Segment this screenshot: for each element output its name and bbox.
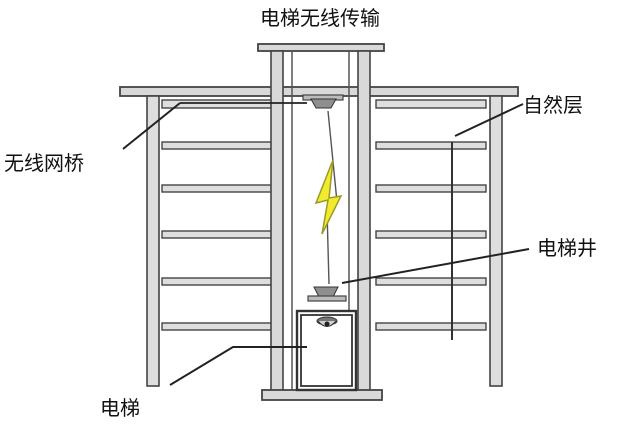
label-elevator-car: 电梯 xyxy=(100,396,140,420)
left-floor-slab xyxy=(161,322,279,331)
right-floor-slab xyxy=(375,184,487,193)
right-building xyxy=(375,95,503,387)
signal-line-upper xyxy=(327,110,338,203)
lightning-bolt-icon xyxy=(314,159,343,235)
leader-elevator-car xyxy=(169,346,307,386)
right-floor-slab xyxy=(375,277,487,286)
leader-elevator-shaft xyxy=(341,248,530,284)
label-elevator-shaft: 电梯井 xyxy=(537,236,597,260)
leader-natural-floor xyxy=(454,103,524,137)
shaft-cap xyxy=(257,43,385,52)
right-floor-slab xyxy=(375,230,487,239)
elevator-car-inner xyxy=(300,314,353,387)
left-building xyxy=(146,95,279,387)
shaft-base xyxy=(261,389,383,401)
label-natural-floor: 自然层 xyxy=(523,93,583,117)
left-floor-slab xyxy=(161,141,279,150)
left-floor-slab xyxy=(161,184,279,193)
wireless-bridge-icon xyxy=(307,286,347,302)
right-floor-slab xyxy=(375,322,487,331)
diagram-title: 电梯无线传输 xyxy=(260,6,380,30)
left-floor-slab xyxy=(161,230,279,239)
leader-wireless-bridge-left xyxy=(122,102,181,150)
label-wireless-bridge: 无线网桥 xyxy=(4,151,84,175)
shaft-wall-left xyxy=(270,50,284,392)
left-floor-slab xyxy=(161,277,279,286)
shaft-wall-right xyxy=(357,50,371,392)
left-column-outer xyxy=(146,95,160,387)
wireless-bridge-icon xyxy=(302,94,344,109)
right-floor-slab xyxy=(375,99,487,109)
dome-camera-icon xyxy=(316,316,338,327)
right-floor-slab xyxy=(375,141,487,150)
right-column-outer xyxy=(489,95,503,387)
